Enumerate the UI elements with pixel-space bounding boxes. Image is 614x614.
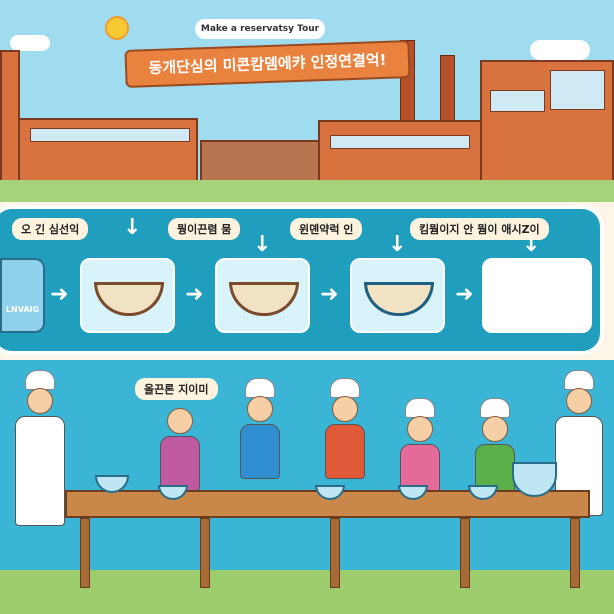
step-label-1: 오 긴 심선익 <box>12 218 89 240</box>
arrow-right-icon: ➜ <box>455 282 474 307</box>
step-mixing <box>80 258 175 333</box>
arrow-down-icon: ↓ <box>522 232 541 257</box>
participant-chef <box>475 398 515 499</box>
table-leg <box>460 518 470 588</box>
step-label-3: 윈뎬약럭 인 <box>290 218 363 240</box>
factory-building-left <box>0 50 20 185</box>
arrow-right-icon: ➜ <box>185 282 204 307</box>
arrow-down-icon: ↓ <box>388 232 407 257</box>
factory-window <box>330 135 470 149</box>
table-leg <box>330 518 340 588</box>
can-label: LNVAIG <box>5 305 40 314</box>
tour-subtitle: Make a reservatsy Tour <box>195 19 325 39</box>
workshop-label: 올끈론 지이미 <box>135 378 218 400</box>
large-bowl <box>512 462 557 497</box>
factory-building-center <box>200 140 320 185</box>
step-label-4: 킴뭠이지 안 뭠이 애시Z이 <box>410 218 549 240</box>
step-stirring <box>215 258 310 333</box>
participant-chef <box>240 378 280 479</box>
flour-can: LNVAIG <box>0 258 45 333</box>
ground <box>0 180 614 202</box>
factory-window <box>490 90 545 112</box>
participant <box>160 408 200 491</box>
chimney <box>440 55 455 125</box>
step-label-2: 뭥이끈렴 뭄 <box>168 218 241 240</box>
factory-window <box>30 128 190 142</box>
sun-icon <box>105 16 129 40</box>
arrow-right-icon: ➜ <box>320 282 339 307</box>
participant-chef <box>400 398 440 499</box>
grass <box>0 570 614 614</box>
participant-chef <box>325 378 365 479</box>
arrow-right-icon: ➜ <box>50 282 69 307</box>
cloud <box>10 35 50 51</box>
table-leg <box>200 518 210 588</box>
table-leg <box>80 518 90 588</box>
step-bowl <box>350 258 445 333</box>
arrow-down-icon: ↓ <box>123 215 142 240</box>
cloud <box>530 40 590 60</box>
factory-window <box>550 70 605 110</box>
table-leg <box>570 518 580 588</box>
step-visitors-group <box>482 258 592 333</box>
arrow-down-icon: ↓ <box>253 232 272 257</box>
head-chef <box>15 370 65 526</box>
